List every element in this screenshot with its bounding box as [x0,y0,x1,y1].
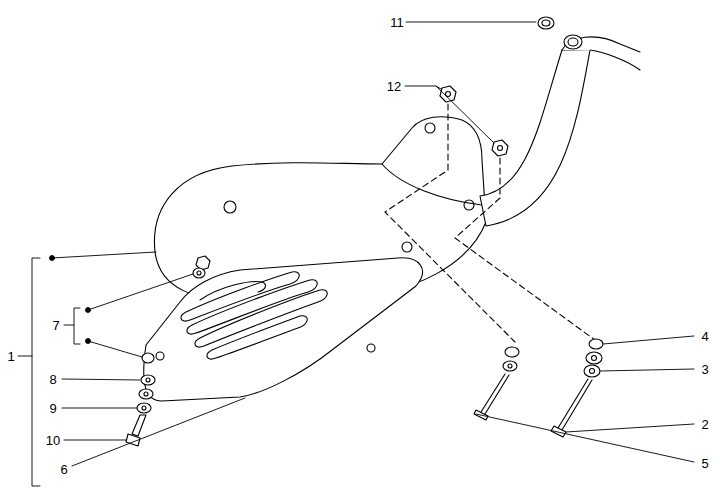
callout-number: 12 [386,80,402,93]
callout-number: 9 [48,402,57,415]
bolt-head [551,426,566,437]
bolt [132,415,146,436]
assembly-line [385,104,515,342]
pipe-top [590,50,640,70]
callout-number: 11 [389,16,405,29]
callout-number: 3 [700,363,709,376]
leader-lines [18,22,694,486]
callout-number: 4 [700,330,709,343]
washer [142,353,154,363]
callout-number: 5 [700,457,709,470]
nut [440,86,456,102]
callout-number: 6 [59,463,68,476]
gasket-ring [538,17,554,29]
gasket-ring [542,20,550,26]
shield-slot [207,316,307,359]
heat-shield [144,258,423,401]
mount-hole [224,201,236,213]
washer-hole [144,392,148,396]
washer [193,268,205,278]
shield-hole [367,344,375,352]
shield-slot [187,280,317,334]
washer-hole [142,406,146,410]
nut [492,140,508,156]
pipe-end [568,38,578,46]
bolt [558,379,592,430]
washer-hole [197,271,201,275]
washer-hole [592,356,597,361]
washer-hole [508,364,512,368]
callout-number: 1 [6,350,15,363]
shield-slot [181,272,299,321]
washer [589,339,603,349]
shield-emboss [200,282,265,300]
washer-hole [146,378,150,382]
washer [139,389,153,399]
washer-hole [590,369,595,374]
callout-number: 8 [48,373,57,386]
bolt [481,374,509,414]
mount-hole [402,242,412,252]
assembly-line [455,158,595,340]
callout-number: 2 [700,418,709,431]
bracket-hole [464,200,474,210]
bracket-plate [382,164,482,205]
pipe-end [564,35,582,49]
washer [505,347,519,357]
washer [137,403,151,413]
nut-hole [498,146,503,151]
callout-number: 10 [45,434,61,447]
washer [503,361,517,371]
washer [141,375,155,385]
exhaust-pipe [480,50,590,226]
washer [586,352,602,364]
bracket-hole [425,123,435,133]
washer [584,365,600,377]
callout-number: 7 [51,319,60,332]
shield-hole [156,352,164,360]
